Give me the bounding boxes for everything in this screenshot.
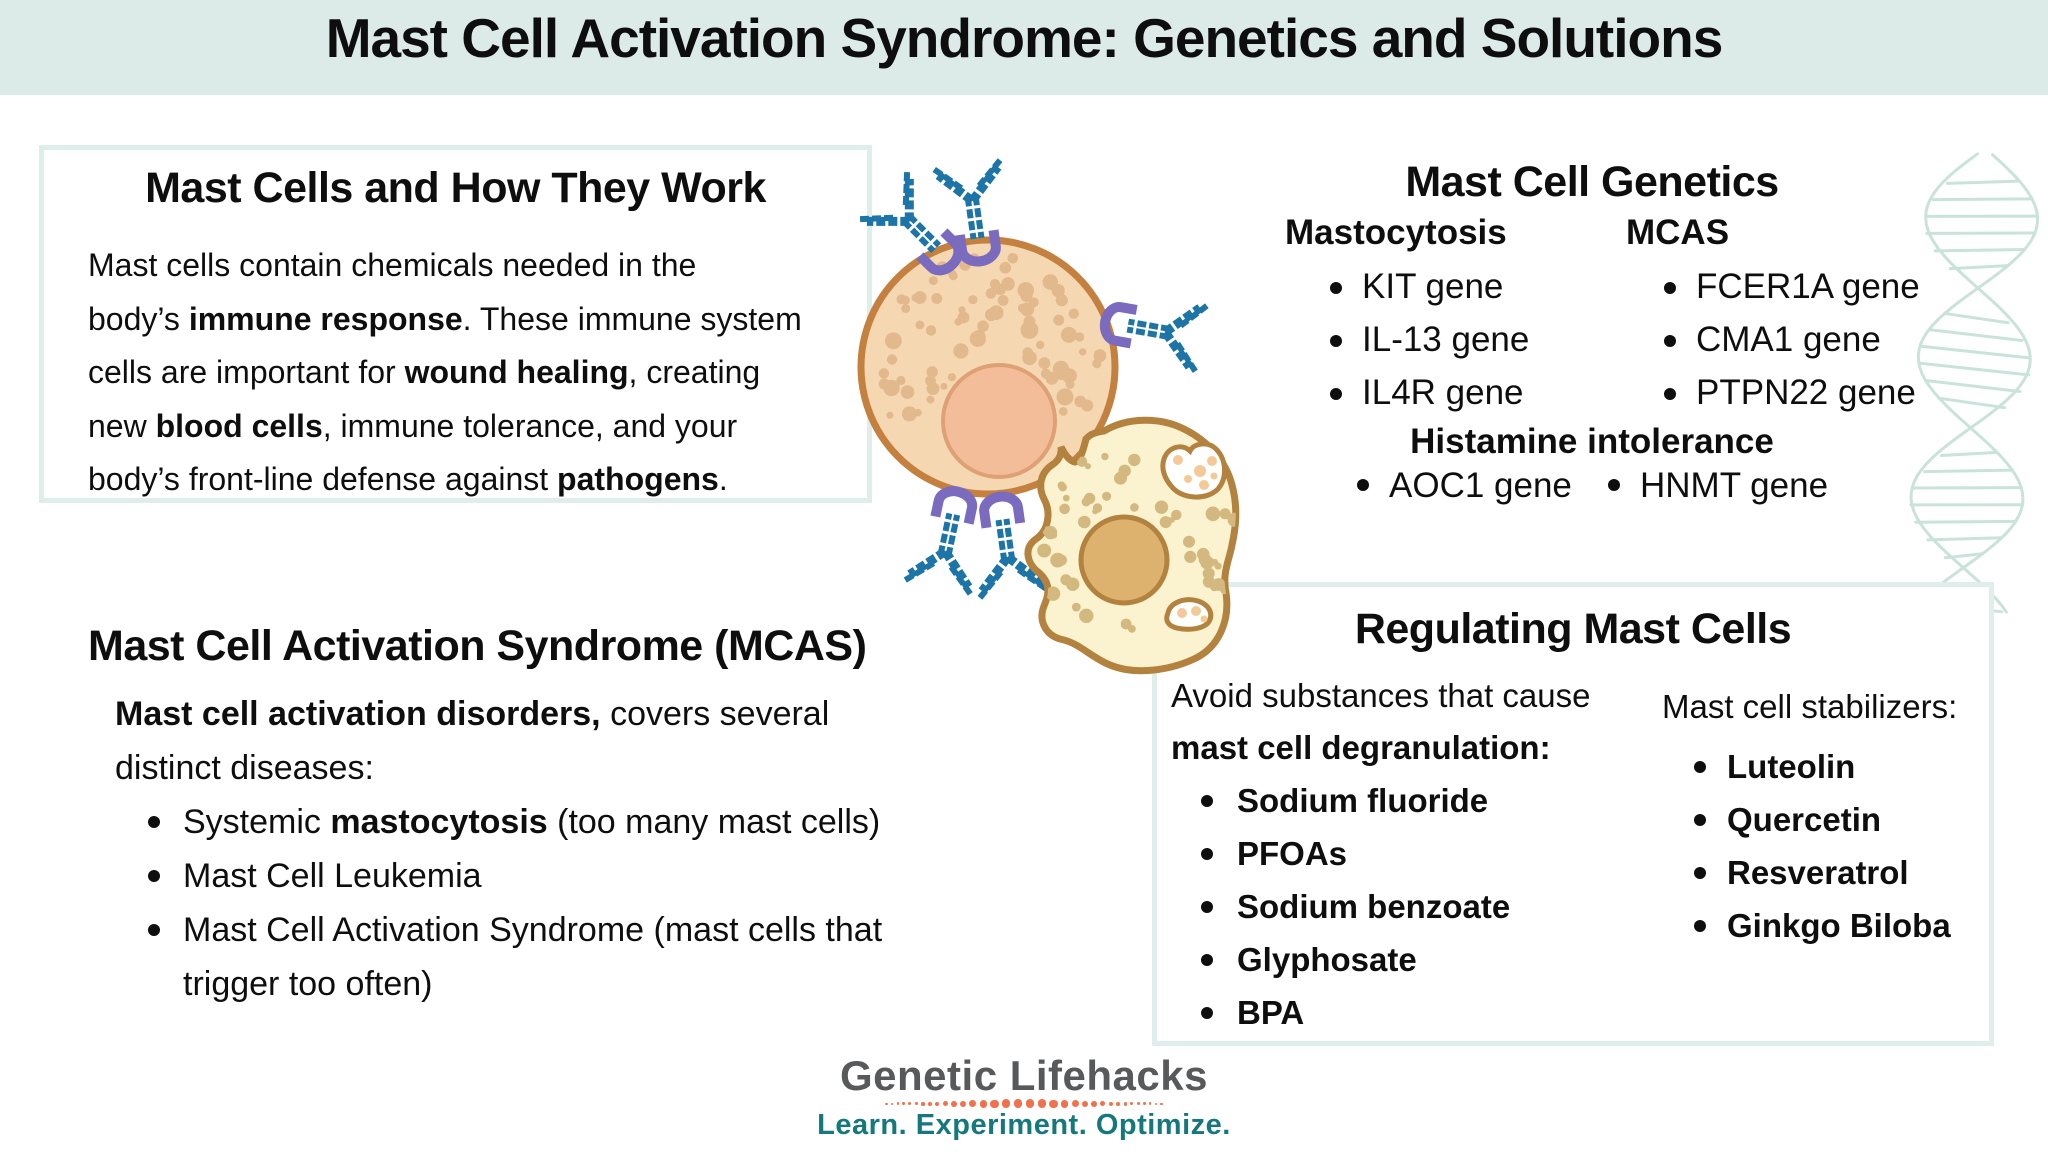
mcas-disease-list: Systemic mastocytosis (too many mast cel…	[147, 795, 907, 1011]
mastocytosis-column: Mastocytosis KIT gene IL-13 gene IL4R ge…	[1285, 213, 1529, 428]
paragraph-line: new blood cells, immune tolerance, and y…	[88, 407, 738, 444]
mast-cell-genetics-section: Mast Cell Genetics Mastocytosis KIT gene…	[1262, 158, 1922, 518]
avoid-intro-line: Avoid substances that cause	[1171, 677, 1591, 714]
vacuole	[1160, 441, 1227, 500]
ige-antibody-icon	[965, 492, 1048, 600]
stabilizers-column: Mast cell stabilizers: Luteolin Querceti…	[1662, 687, 1957, 952]
degranulation-column: Avoid substances that cause mast cell de…	[1171, 670, 1591, 1039]
paragraph-line: Mast cells contain chemicals needed in t…	[88, 247, 697, 283]
list-item: HNMT gene	[1608, 466, 1828, 506]
logo-name: Genetic Lifehacks	[840, 1052, 1208, 1099]
list-item: Ginkgo Biloba	[1691, 899, 1957, 952]
ige-antibody-icon	[932, 158, 1015, 266]
list-item: Sodium fluoride	[1201, 774, 1591, 827]
genetics-heading: Mast Cell Genetics	[1405, 158, 1779, 206]
mastocytosis-column-heading: Mastocytosis	[1285, 213, 1507, 252]
list-item: Glyphosate	[1201, 933, 1591, 986]
list-item: Systemic mastocytosis (too many mast cel…	[147, 795, 907, 849]
list-item: Mast Cell Activation Syndrome (mast cell…	[147, 903, 907, 1011]
mcas-intro: Mast cell activation disorders, covers s…	[115, 687, 1048, 795]
avoid-intro-line-bold: mast cell degranulation:	[1171, 729, 1551, 766]
ige-antibody-icon	[858, 170, 978, 290]
how-mast-cells-work-paragraph: Mast cells contain chemicals needed in t…	[88, 239, 867, 507]
ige-antibody-icon	[903, 484, 992, 595]
logo-dotted-divider	[0, 1099, 2048, 1109]
list-item: Luteolin	[1691, 740, 1957, 793]
paragraph-line: body’s front-line defense against pathog…	[88, 461, 728, 497]
mastocytosis-gene-list: KIT gene IL-13 gene IL4R gene	[1285, 269, 1529, 411]
list-item: PFOAs	[1201, 827, 1591, 880]
logo-tagline: Learn. Experiment. Optimize.	[817, 1109, 1231, 1141]
list-item: IL4R gene	[1285, 375, 1529, 411]
intro-line: Mast cell activation disorders, covers s…	[115, 695, 830, 733]
ige-antibody-icon	[1099, 287, 1209, 373]
intro-line: distinct diseases:	[115, 749, 374, 787]
mcas-section: Mast Cell Activation Syndrome (MCAS) Mas…	[88, 622, 1048, 1011]
paragraph-line: cells are important for wound healing, c…	[88, 354, 761, 390]
stabilizers-list: Luteolin Quercetin Resveratrol Ginkgo Bi…	[1691, 740, 1957, 952]
page-title: Mast Cell Activation Syndrome: Genetics …	[325, 7, 1724, 69]
how-mast-cells-work-heading: Mast Cells and How They Work	[145, 164, 766, 212]
mcas-gene-list: FCER1A gene CMA1 gene PTPN22 gene	[1626, 269, 1920, 411]
mast-cell-large	[857, 236, 1119, 498]
list-item: Sodium benzoate	[1201, 880, 1591, 933]
list-item: FCER1A gene	[1626, 269, 1920, 305]
regulating-mast-cells-panel: Regulating Mast Cells Avoid substances t…	[1152, 582, 1994, 1046]
histamine-intolerance-heading: Histamine intolerance	[1410, 422, 1774, 461]
genetic-lifehacks-logo: Genetic Lifehacks Learn. Experiment. Opt…	[0, 1054, 2048, 1141]
mcas-column-heading: MCAS	[1626, 213, 1730, 252]
list-item: IL-13 gene	[1285, 322, 1529, 358]
list-item: Quercetin	[1691, 793, 1957, 846]
mcas-column: MCAS FCER1A gene CMA1 gene PTPN22 gene	[1626, 213, 1920, 428]
list-item: CMA1 gene	[1626, 322, 1920, 358]
mcas-heading: Mast Cell Activation Syndrome (MCAS)	[88, 622, 867, 670]
list-item: BPA	[1201, 986, 1591, 1039]
list-item: AOC1 gene	[1357, 466, 1572, 506]
list-item: PTPN22 gene	[1626, 375, 1920, 411]
header-band	[0, 0, 2048, 95]
paragraph-line: body’s immune response. These immune sys…	[88, 300, 802, 337]
list-item: KIT gene	[1285, 269, 1529, 305]
regulating-heading: Regulating Mast Cells	[1354, 605, 1792, 653]
how-mast-cells-work-panel: Mast Cells and How They Work Mast cells …	[39, 145, 872, 503]
list-item: Mast Cell Leukemia	[147, 849, 907, 903]
degranulation-list: Sodium fluoride PFOAs Sodium benzoate Gl…	[1201, 774, 1591, 1039]
list-item: Resveratrol	[1691, 846, 1957, 899]
stabilizers-intro: Mast cell stabilizers:	[1662, 688, 1958, 725]
histamine-gene-row: AOC1 gene HNMT gene	[1262, 466, 1922, 510]
